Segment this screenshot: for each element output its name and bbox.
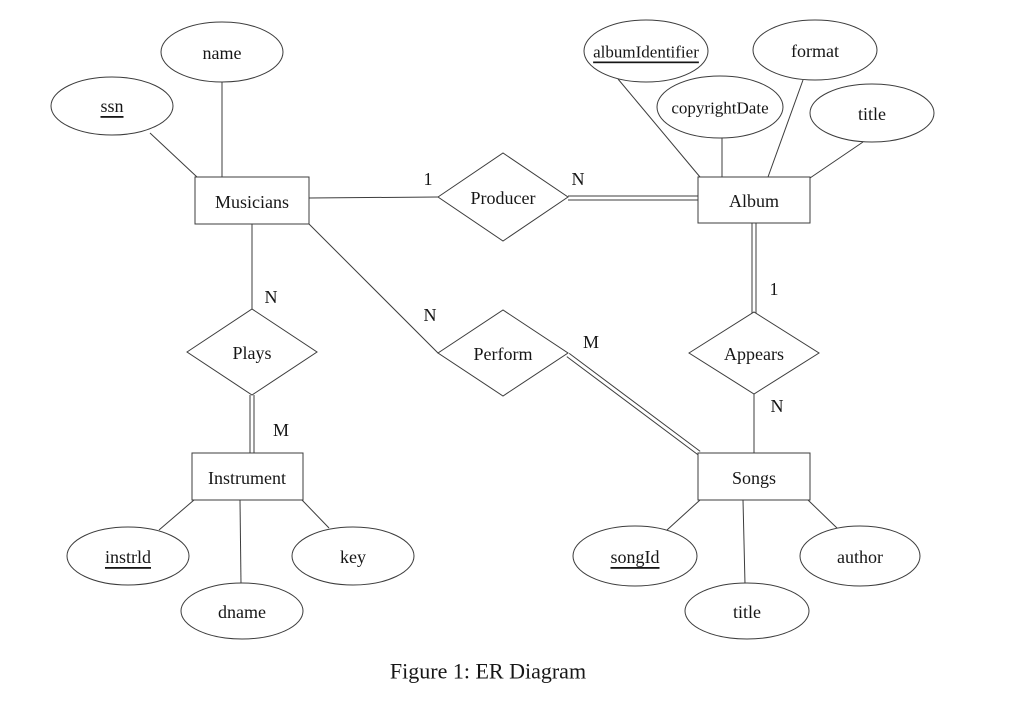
attribute-songs-title-ellipse [684,582,810,640]
attribute-songs-title-label: title [733,602,761,622]
figure-caption: Figure 1: ER Diagram [390,659,586,684]
edges-double [249,195,757,456]
edge-perform-songs-double-a [566,356,699,456]
relationship-perform-diamond [437,309,569,397]
attribute-ssn-label: ssn [100,96,123,116]
attribute-key-label: key [340,547,366,567]
entity-album-box [697,176,811,224]
edges-single [149,78,864,585]
attribute-ssn-ellipse [50,76,174,136]
entity-labels: Musicians Album Instrument Songs [208,191,779,488]
edge-instrument-instrld [158,499,195,531]
cardinality-musicians-perform: N [424,305,437,325]
attribute-album-title-ellipse [809,83,935,143]
cardinality-appears-songs: N [771,396,784,416]
edge-musicians-perform [307,222,439,354]
edge-instrument-dname [239,499,242,585]
attribute-format-ellipse [752,19,878,81]
attribute-albumidentifier-label: albumIdentifier [593,43,699,62]
attribute-author-label: author [837,547,883,567]
attribute-format-label: format [791,41,839,61]
edge-songs-title [742,499,746,585]
entity-shapes [191,176,811,501]
cardinality-labels: 1 N N M N M 1 N [265,169,784,440]
cardinality-musicians-plays: N [265,287,278,307]
cardinality-album-appears: 1 [770,279,779,299]
cardinality-musicians-producer: 1 [424,169,433,189]
relationship-appears-label: Appears [724,344,784,364]
relationship-labels: Producer Plays Perform Appears [232,188,784,364]
attribute-songid-label: songId [611,547,660,567]
entity-instrument-box [191,452,304,501]
attribute-instrld-ellipse [66,526,190,586]
entity-songs-label: Songs [732,468,776,488]
attribute-songid-ellipse [572,525,698,587]
relationship-plays-diamond [186,308,318,396]
attribute-shapes [50,19,935,640]
entity-musicians-box [194,176,310,225]
edge-musicians-producer [308,196,439,199]
edge-songs-author [807,499,839,530]
attribute-instrld-label: instrld [105,547,151,567]
attribute-dname-ellipse [180,582,304,640]
relationship-appears-diamond [688,311,820,395]
relationship-shapes [186,152,820,397]
attribute-key-ellipse [291,526,415,586]
attribute-author-ellipse [799,525,921,587]
attribute-name-ellipse [160,21,284,83]
cardinality-plays-instrument: M [273,420,289,440]
relationship-producer-diamond [437,152,569,242]
entity-musicians-label: Musicians [215,192,289,212]
cardinality-producer-album: N [572,169,585,189]
cardinality-perform-songs: M [583,332,599,352]
attribute-albumidentifier-ellipse [583,19,709,83]
attribute-name-label: name [203,43,242,63]
relationship-perform-label: Perform [474,344,533,364]
relationship-plays-label: Plays [232,343,271,363]
attribute-copyrightdate-label: copyrightDate [671,99,768,118]
edge-albumidentifier-album [617,78,701,178]
edge-format-album [767,79,804,178]
edge-ssn-musicians [149,132,198,178]
attribute-labels: ssn name albumIdentifier copyrightDate f… [100,41,886,622]
edge-instrument-key [301,499,330,529]
attribute-copyrightdate-ellipse [656,75,784,139]
attribute-dname-label: dname [218,602,266,622]
edge-title-album [809,141,864,179]
entity-instrument-label: Instrument [208,468,286,488]
attribute-album-title-label: title [858,104,886,124]
edge-songs-songid [666,499,701,531]
entity-album-label: Album [729,191,779,211]
relationship-producer-label: Producer [471,188,536,208]
entity-songs-box [697,452,811,501]
edge-perform-songs-double-b [568,352,701,452]
